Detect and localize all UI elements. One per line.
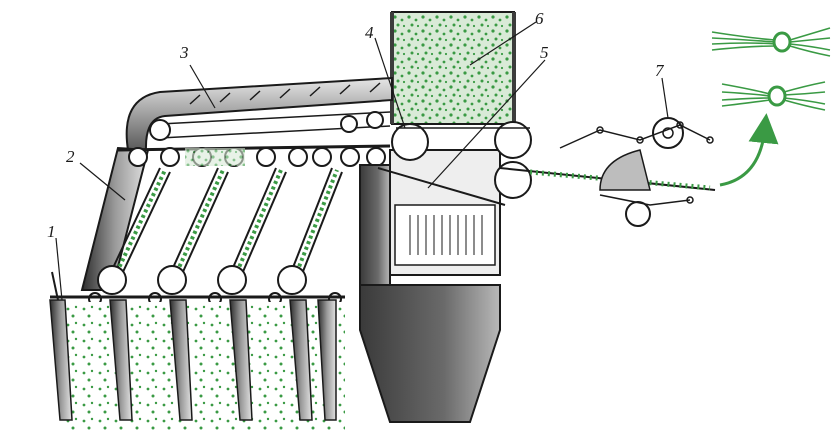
callout-1: 1 [47,222,56,241]
conveyor-fiber [115,169,339,273]
tied-fiber-bundle-icon [711,27,831,57]
roller-row [128,147,386,167]
inclined-conveyors [111,167,343,275]
callout-7: 7 [655,61,665,80]
fiber-bins [49,271,345,430]
collection-silo [359,284,501,423]
callout-6: 6 [535,9,544,28]
tying-mechanism [559,117,714,227]
callout-5: 5 [540,43,549,62]
pulley-icon [366,111,384,129]
callout-4: 4 [365,23,374,42]
curved-arrow-up-icon [719,113,779,187]
press-roller-icon [494,121,532,159]
top-conveyor [125,76,393,151]
pulley-icon [149,119,171,141]
hopper [390,11,516,125]
callouts: 1 2 3 4 5 6 7 [47,9,665,241]
pulley-icon [340,115,358,133]
callout-2: 2 [66,147,75,166]
tied-fiber-bundle-icon [721,81,826,111]
press-unit [359,121,532,286]
leader-lines [55,21,669,301]
press-roller-icon [391,123,429,161]
callout-3: 3 [179,43,189,62]
